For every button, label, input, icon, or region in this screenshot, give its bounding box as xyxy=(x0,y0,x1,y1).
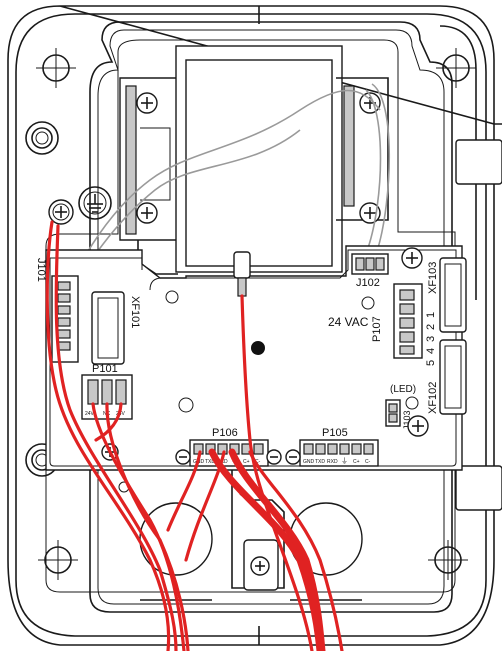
housing xyxy=(7,5,502,646)
transformer-bracket xyxy=(119,77,179,275)
screw-icon xyxy=(407,415,429,437)
p107-label: P107 xyxy=(371,316,383,342)
side-tab-upper xyxy=(455,139,502,185)
led-label: (LED) xyxy=(390,384,416,395)
p105-terminal: P105 GND TXD RXD ⏚ C+ C- xyxy=(299,427,379,467)
corner-mount-bottom-left xyxy=(38,540,78,580)
p106-pin-cminus: C- xyxy=(255,459,261,465)
screw-icon xyxy=(250,556,270,576)
p101-label: P101 xyxy=(92,363,118,375)
p107-pin-5: 5 xyxy=(425,360,437,366)
xf101-label: XF101 xyxy=(129,296,141,328)
screw-icon xyxy=(285,449,301,465)
vac-label: 24 VAC xyxy=(328,315,369,329)
coax-connector xyxy=(233,251,251,297)
p106-label: P106 xyxy=(212,427,238,439)
main-pcb xyxy=(45,245,463,471)
p105-pin-cplus: C+ xyxy=(353,459,360,465)
p106-pin-txd: TXD xyxy=(205,459,215,465)
j103-connector: J103 xyxy=(385,399,412,430)
xf103-label: XF103 xyxy=(427,262,439,294)
screw-icon xyxy=(136,92,158,114)
p105-pin-cminus: C- xyxy=(365,459,371,465)
xf101-fuse: XF101 xyxy=(91,291,141,365)
p105-label: P105 xyxy=(322,427,348,439)
p105-pin-txd: TXD xyxy=(315,459,325,465)
p101-pin-1: 24V xyxy=(85,411,95,417)
p105-pin-rxd: RXD xyxy=(327,459,338,465)
transformer xyxy=(175,45,389,273)
xf103-fuse: XF103 xyxy=(427,257,467,333)
screw-icon xyxy=(266,449,282,465)
screw-icon xyxy=(175,449,191,465)
corner-mount-top-right xyxy=(436,48,476,88)
mounting-hole-icon xyxy=(25,121,59,155)
j101-label: J101 xyxy=(35,258,47,282)
corner-mount-bottom-right xyxy=(428,540,468,580)
wire-pass-hole xyxy=(251,341,265,355)
p106-pin-cplus: C+ xyxy=(243,459,250,465)
p107-pin-2: 2 xyxy=(425,324,437,330)
j102-connector: J102 xyxy=(351,253,389,289)
xf102-label: XF102 xyxy=(427,382,439,414)
j103-label: J103 xyxy=(402,410,412,430)
p105-pin-gnd: GND xyxy=(303,459,315,465)
p107-pin-1: 1 xyxy=(425,312,437,318)
side-tab-lower xyxy=(455,465,502,511)
screw-icon xyxy=(48,199,74,225)
ground-icon xyxy=(78,186,112,220)
gasket-channel xyxy=(45,21,456,613)
p107-pin-4: 4 xyxy=(425,348,437,354)
p107-terminal: P107 1 2 3 4 5 xyxy=(371,283,437,366)
screw-icon xyxy=(401,247,423,269)
corner-mount-top-left xyxy=(36,48,76,88)
p105-pin-ground: ⏚ xyxy=(341,457,348,465)
j102-label: J102 xyxy=(356,277,380,289)
screw-icon xyxy=(136,202,158,224)
xf102-fuse: XF102 xyxy=(427,339,467,415)
p107-pin-3: 3 xyxy=(425,336,437,342)
field-wiring xyxy=(45,220,344,651)
